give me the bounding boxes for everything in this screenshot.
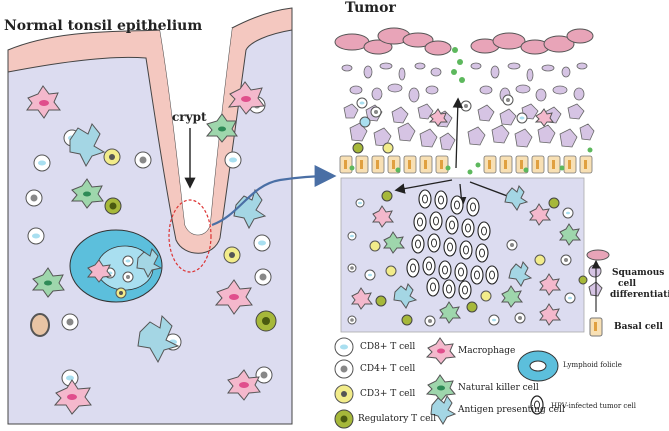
- legend-cd4: CD4+ T cell: [360, 364, 416, 374]
- hpv-tumor-cluster: [406, 189, 499, 300]
- treg-cells-left: [30, 197, 277, 337]
- squamous-mid-layer: [341, 62, 595, 151]
- legend-treg: Regulatory T cell: [358, 414, 437, 424]
- basal-cell-nuclei: [344, 160, 587, 169]
- cd3-cells-left: [103, 148, 241, 299]
- nk-cells-left: [31, 113, 238, 298]
- tumor-panel: [334, 27, 595, 333]
- bottom-legend-icons: [334, 337, 559, 429]
- squamous-label-1: Squamous: [612, 268, 665, 278]
- cd4-cells-left: [25, 96, 273, 384]
- crypt-label: crypt: [172, 110, 207, 124]
- apc-cells-left: [69, 123, 267, 364]
- legend-follicle: Lymphoid folicle: [563, 361, 622, 369]
- squamous-label-3: differentiation: [610, 290, 669, 300]
- legend-hpv: HPV-infected tumor cell: [551, 402, 636, 410]
- crypt-lumen: [160, 28, 232, 235]
- zoom-arrow: [211, 165, 337, 227]
- macrophages-left: [26, 81, 265, 415]
- stroma-immune-cells: [347, 184, 588, 327]
- epithelium-immune-cells: [352, 94, 554, 154]
- right-legend-icons: [586, 249, 610, 337]
- legend-apc: Antigen presenting cell: [458, 405, 565, 415]
- legend-macrophage: Macrophage: [458, 346, 516, 356]
- tumor-title: Tumor: [345, 0, 396, 16]
- hpv-tumor-nuclei: [410, 194, 495, 295]
- legend-nk: Natural killer cell: [458, 383, 539, 393]
- legend-cd8: CD8+ T cell: [360, 342, 416, 352]
- normal-tonsil-title: Normal tonsil epithelium: [4, 18, 203, 34]
- squamous-top-layer: [334, 27, 594, 83]
- squamous-label-2: cell: [618, 279, 637, 289]
- legend-cd3: CD3+ T cell: [360, 389, 416, 399]
- basal-cell-label: Basal cell: [614, 322, 663, 332]
- crypt-highlight: [168, 199, 212, 273]
- normal-tonsil-panel: [7, 7, 293, 425]
- basal-green-dots: [349, 147, 593, 175]
